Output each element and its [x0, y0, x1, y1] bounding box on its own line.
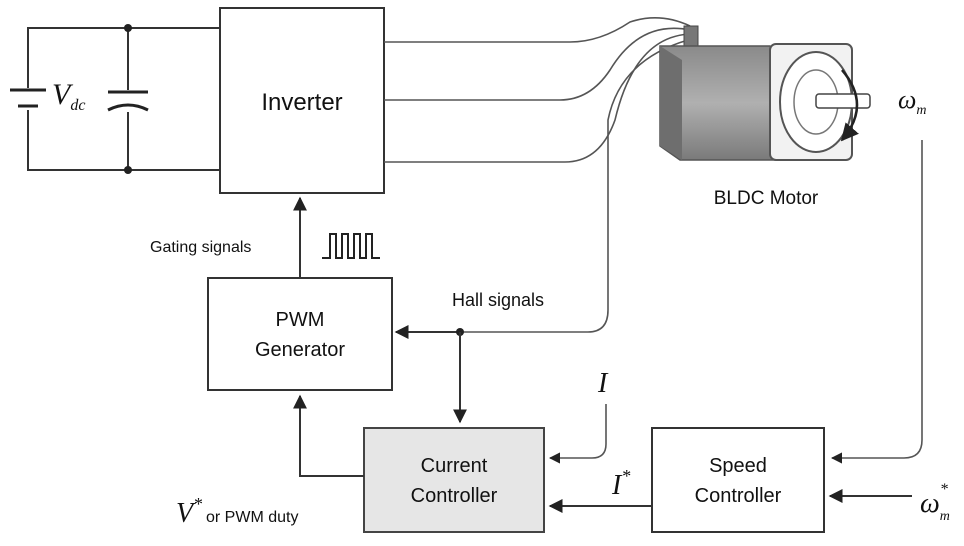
rotation-arrow [840, 69, 859, 142]
current-controller-block: Current Controller [363, 427, 545, 533]
v-ref-text: or PWM duty [206, 509, 298, 526]
bldc-motor: BLDC Motor [659, 25, 871, 209]
current-label-line2: Controller [411, 485, 498, 507]
phase-wires [384, 17, 693, 333]
pulse-train-icon [322, 233, 380, 259]
speed-reference: ωm* [828, 481, 950, 524]
current-ref-label: I* [611, 466, 630, 501]
inverter-label: Inverter [261, 89, 342, 116]
junction-dot [124, 166, 132, 174]
omega-m-label: ωm [898, 85, 926, 118]
junction-dot [124, 24, 132, 32]
speed-label-line2: Controller [695, 485, 782, 507]
motor-shaft [815, 93, 871, 109]
capacitor-plate-bottom [107, 103, 149, 112]
omega-ref-label: ωm* [920, 481, 950, 524]
speed-label-line1: Speed [709, 455, 767, 477]
hall-label: Hall signals [452, 290, 544, 310]
current-label-line1: Current [421, 455, 488, 477]
dc-source-circuit: Vdc [10, 24, 220, 174]
pwm-generator-block: PWM Generator [207, 277, 393, 391]
motor-side [660, 46, 682, 160]
pwm-label-line1: PWM [276, 309, 325, 331]
speed-controller-block: Speed Controller [651, 427, 825, 533]
current-reference: I* [548, 466, 652, 513]
motor-label: BLDC Motor [714, 188, 819, 209]
inverter-block: Inverter [219, 7, 385, 194]
motor-connector [683, 25, 699, 49]
speed-feedback: ωm [830, 85, 926, 464]
gating-label: Gating signals [150, 239, 251, 256]
current-feedback: I [548, 368, 609, 464]
v-ref-label: V* [176, 494, 202, 529]
hall-signals: Hall signals [394, 290, 544, 424]
voltage-reference: V* or PWM duty [176, 394, 364, 529]
vdc-label: Vdc [52, 78, 85, 114]
pwm-label-line2: Generator [255, 339, 345, 361]
gating-signals: Gating signals [150, 196, 380, 278]
current-feedback-label: I [597, 368, 609, 399]
